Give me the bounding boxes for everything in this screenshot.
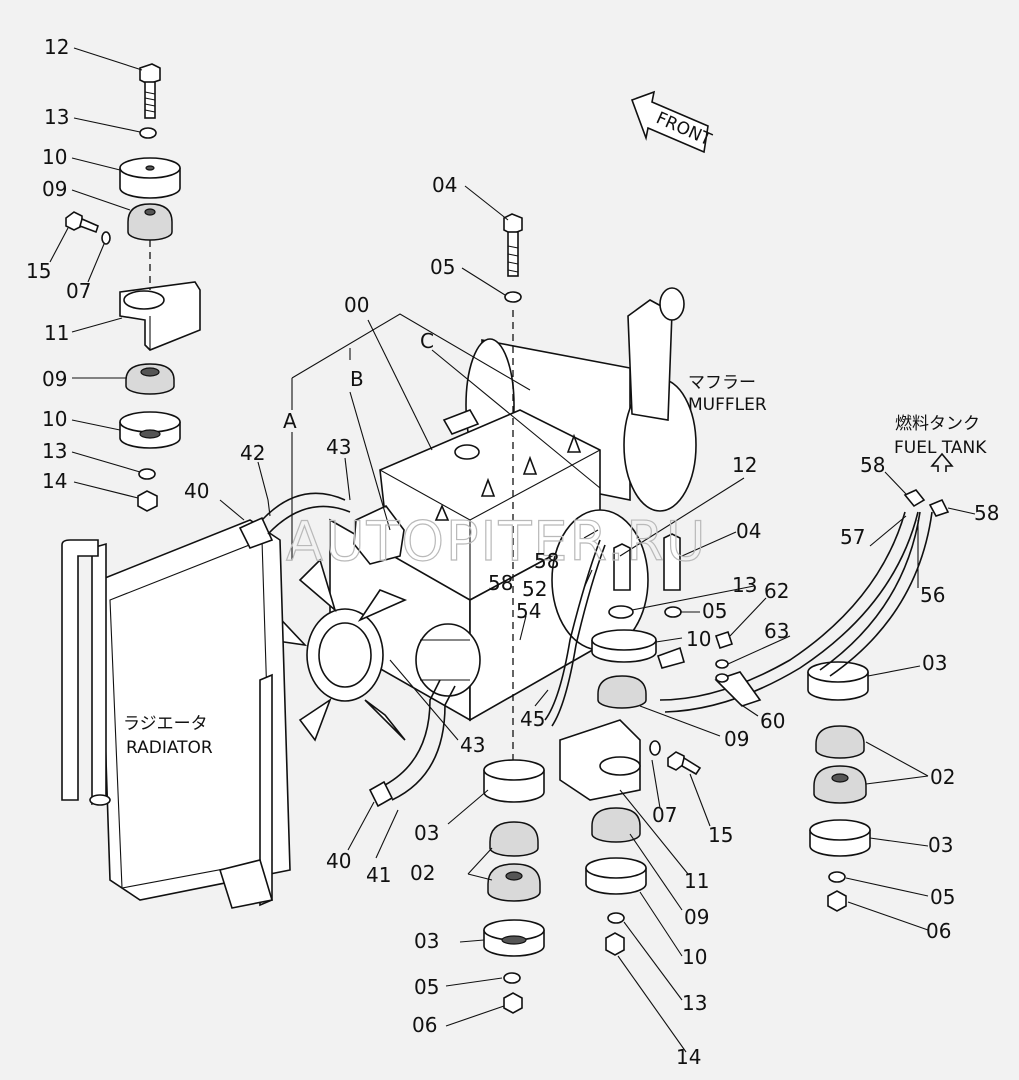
view-letter-a: A — [283, 409, 297, 433]
part-label-05: 05 — [430, 255, 455, 279]
part-label-02: 02 — [930, 765, 955, 789]
part-label-05: 05 — [702, 599, 727, 623]
muffler-jp-label: マフラー — [688, 373, 756, 393]
part-label-58: 58 — [488, 571, 513, 595]
part-label-10: 10 — [42, 407, 67, 431]
front-direction-arrow: FRONT — [630, 90, 715, 154]
part-number-labels: 12 13 10 09 15 07 11 09 10 13 14 04 05 0… — [26, 35, 999, 1069]
part-label-06: 06 — [412, 1013, 437, 1037]
radiator: ラジエータ RADIATOR — [61, 519, 291, 909]
part-label-04: 04 — [432, 173, 457, 197]
part-label-02: 02 — [410, 861, 435, 885]
part-label-13: 13 — [42, 439, 67, 463]
center-rear-mount — [483, 213, 545, 1014]
part-label-05: 05 — [414, 975, 439, 999]
part-label-58: 58 — [860, 453, 885, 477]
watermark-text: AUTOPITER.RU — [286, 510, 707, 573]
part-label-40: 40 — [184, 479, 209, 503]
part-label-60: 60 — [760, 709, 785, 733]
part-label-00: 00 — [344, 293, 369, 317]
part-label-52: 52 — [522, 577, 547, 601]
view-letters: A B C — [283, 329, 434, 433]
part-label-14: 14 — [676, 1045, 701, 1069]
part-label-62: 62 — [764, 579, 789, 603]
washer-07-left — [101, 231, 111, 245]
view-letter-c: C — [420, 329, 434, 353]
left-mount-stack — [65, 63, 201, 512]
part-label-13: 13 — [44, 105, 69, 129]
cooling-fan — [269, 558, 408, 742]
fuel-lines: 燃料タンク FUEL TANK — [659, 414, 987, 713]
part-label-03: 03 — [414, 929, 439, 953]
view-letter-b: B — [350, 367, 364, 391]
part-label-12: 12 — [44, 35, 69, 59]
part-label-63: 63 — [764, 619, 789, 643]
part-label-58: 58 — [534, 549, 559, 573]
part-label-09: 09 — [684, 905, 709, 929]
part-label-15: 15 — [708, 823, 733, 847]
leader-lines — [49, 47, 976, 1053]
washer-13-lower-left — [138, 468, 156, 480]
part-label-14: 14 — [42, 469, 67, 493]
part-label-54: 54 — [516, 599, 541, 623]
part-label-15: 15 — [26, 259, 51, 283]
washer-13-top-left — [139, 127, 157, 139]
part-label-13: 13 — [682, 991, 707, 1015]
part-label-43: 43 — [460, 733, 485, 757]
cushion-09-mid-left — [125, 363, 175, 395]
bolt-12-top-left — [139, 63, 161, 119]
view-reference-brackets — [291, 313, 601, 560]
cushion-09-top-left — [127, 203, 173, 241]
fuel-tank-jp-label: 燃料タンク — [895, 414, 980, 434]
part-label-03: 03 — [414, 821, 439, 845]
part-label-11: 11 — [684, 869, 709, 893]
part-label-05: 05 — [930, 885, 955, 909]
part-label-09: 09 — [724, 727, 749, 751]
part-label-56: 56 — [920, 583, 945, 607]
right-rear-mount — [559, 533, 702, 956]
part-label-41: 41 — [366, 863, 391, 887]
bracket-11-left — [119, 281, 201, 351]
part-label-10: 10 — [686, 627, 711, 651]
part-label-11: 11 — [44, 321, 69, 345]
part-label-09: 09 — [42, 367, 67, 391]
part-label-57: 57 — [840, 525, 865, 549]
part-label-03: 03 — [922, 651, 947, 675]
part-label-43: 43 — [326, 435, 351, 459]
part-label-06: 06 — [926, 919, 951, 943]
part-label-12: 12 — [732, 453, 757, 477]
muffler-en-label: MUFFLER — [688, 395, 767, 415]
far-right-mount — [807, 661, 871, 912]
part-label-40: 40 — [326, 849, 351, 873]
engine-block — [269, 409, 649, 742]
part-label-42: 42 — [240, 441, 265, 465]
part-label-03: 03 — [928, 833, 953, 857]
part-label-10: 10 — [682, 945, 707, 969]
part-label-07: 07 — [652, 803, 677, 827]
part-label-58: 58 — [974, 501, 999, 525]
radiator-jp-label: ラジエータ — [123, 714, 208, 734]
part-label-04: 04 — [736, 519, 761, 543]
cap-10-mid-left — [119, 411, 181, 449]
bolt-15-left — [65, 211, 99, 234]
part-label-45: 45 — [520, 707, 545, 731]
part-label-07: 07 — [66, 279, 91, 303]
part-label-10: 10 — [42, 145, 67, 169]
fuel-tank-en-label: FUEL TANK — [894, 438, 987, 458]
cap-10-top-left — [119, 157, 181, 199]
part-label-09: 09 — [42, 177, 67, 201]
radiator-en-label: RADIATOR — [126, 738, 213, 758]
part-label-13: 13 — [732, 573, 757, 597]
nut-14-left — [137, 490, 158, 512]
